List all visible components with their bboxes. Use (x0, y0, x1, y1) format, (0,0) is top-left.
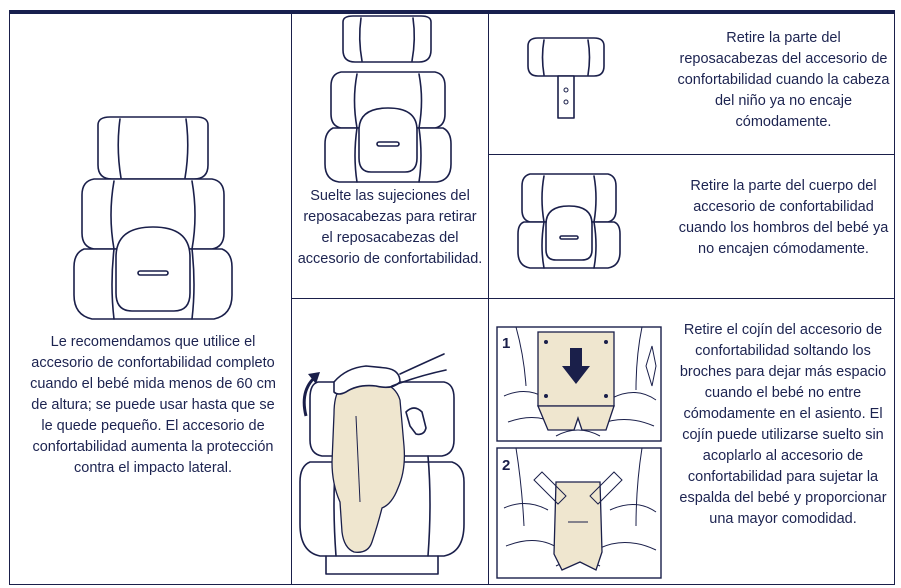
step-1-photo: 1 (496, 326, 662, 442)
step-1-number: 1 (502, 335, 510, 352)
full-accessory-text: Le recomendamos que utilice el accesorio… (30, 334, 276, 476)
divider-col-2 (488, 14, 489, 585)
release-headrest-illustration (324, 15, 455, 184)
step-2-number: 2 (502, 457, 510, 474)
headrest-part-illustration (522, 37, 612, 122)
page-frame (9, 10, 895, 585)
release-headrest-text: Suelte las sujeciones del reposacabezas … (297, 188, 483, 267)
remove-body-text: Retire la parte del cuerpo del accesorio… (678, 178, 889, 257)
remove-headrest-text: Retire la parte del reposacabezas del ac… (677, 30, 890, 130)
detach-cushion-illustration (296, 352, 466, 580)
step-2-photo: 2 (496, 447, 662, 579)
body-part-illustration (517, 172, 621, 272)
remove-cushion-text: Retire el cojín del accesorio de confort… (679, 322, 887, 527)
divider-col-1 (291, 14, 292, 585)
full-accessory-illustration (73, 115, 234, 325)
divider-row-middle (291, 298, 894, 299)
divider-row-right-top (488, 154, 894, 155)
step-photos: 1 2 (496, 326, 664, 582)
